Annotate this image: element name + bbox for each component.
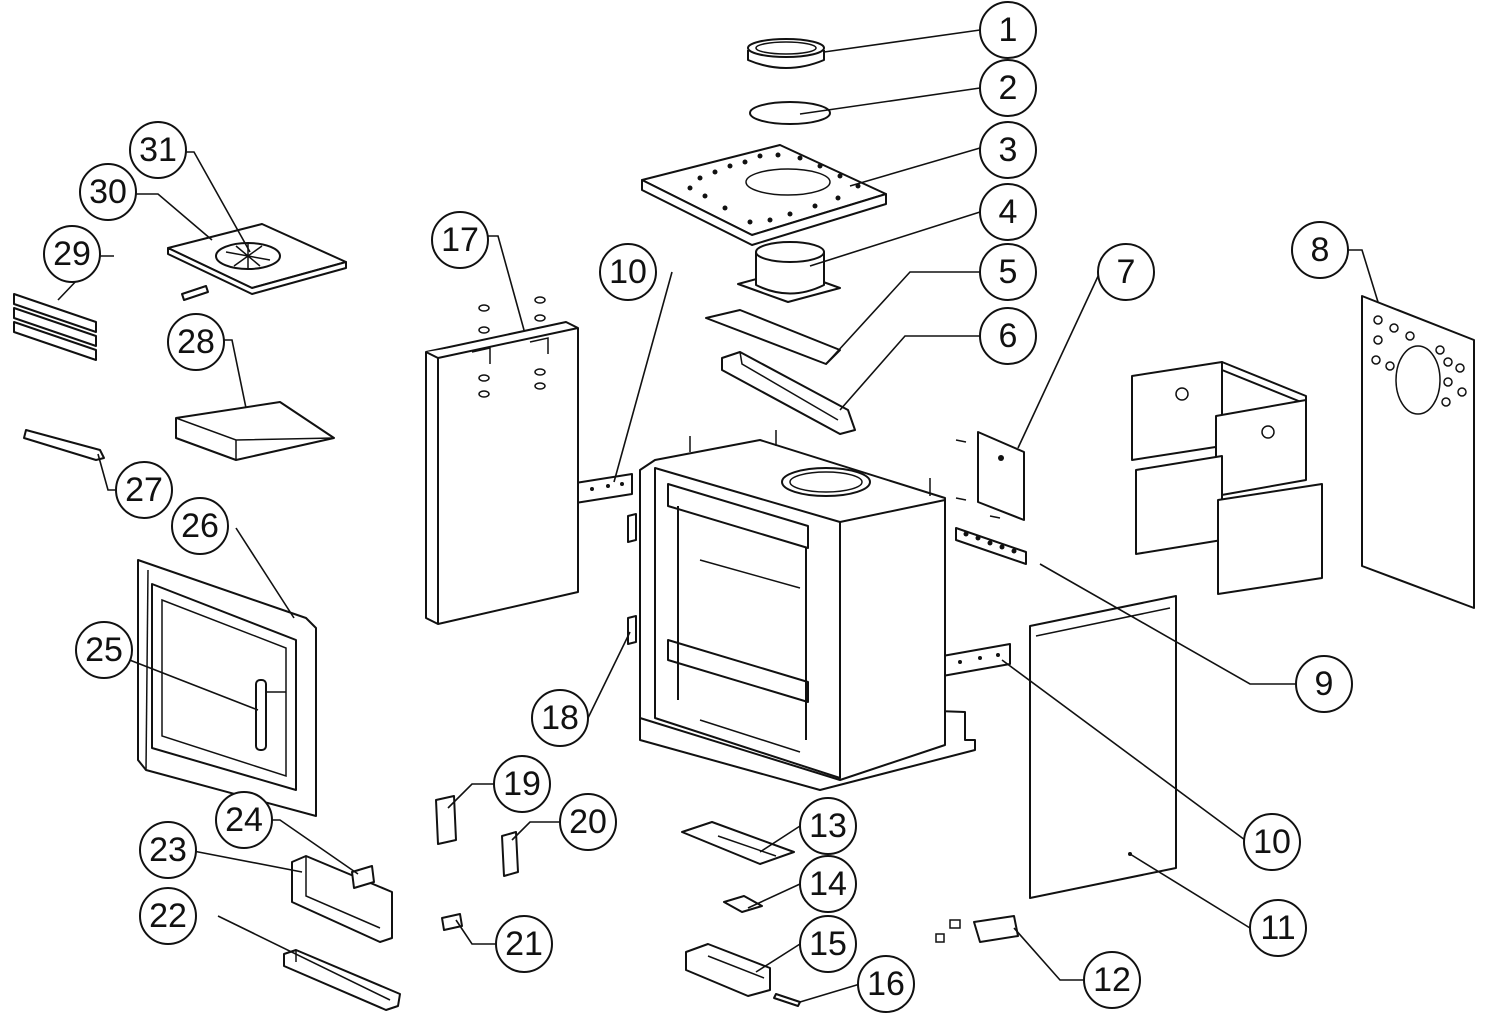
callout-2: 2 <box>979 59 1037 117</box>
svg-text:15: 15 <box>809 925 847 963</box>
svg-text:28: 28 <box>177 323 215 361</box>
svg-text:12: 12 <box>1093 961 1131 999</box>
part-throat-plate <box>721 351 856 435</box>
part-ash-pan <box>175 401 335 461</box>
callout-9: 9 <box>1295 655 1353 713</box>
part-side-panel-right <box>1029 595 1177 899</box>
callout-18: 18 <box>531 689 589 747</box>
svg-text:22: 22 <box>149 897 187 935</box>
svg-text:21: 21 <box>505 925 543 963</box>
svg-text:11: 11 <box>1260 909 1295 947</box>
svg-text:20: 20 <box>569 803 607 841</box>
part-cover-plate <box>955 431 1025 521</box>
svg-text:27: 27 <box>125 471 163 509</box>
callout-19: 19 <box>493 755 551 813</box>
part-bar <box>283 949 401 1011</box>
svg-text:14: 14 <box>809 865 847 903</box>
callout-8: 8 <box>1291 221 1349 279</box>
svg-text:13: 13 <box>809 807 847 845</box>
callout-6: 6 <box>979 307 1037 365</box>
callout-1: 1 <box>979 1 1037 59</box>
svg-text:4: 4 <box>999 193 1018 231</box>
part-grate-plate <box>167 223 347 301</box>
callout-10-upper: 10 <box>599 243 657 301</box>
svg-text:6: 6 <box>999 317 1018 355</box>
callout-23: 23 <box>139 821 197 879</box>
svg-text:9: 9 <box>1315 665 1334 703</box>
svg-text:18: 18 <box>541 699 579 737</box>
part-baffle <box>705 309 841 365</box>
callout-29: 29 <box>43 225 101 283</box>
part-side-panel-left <box>425 296 579 625</box>
part-firebricks <box>1131 361 1323 595</box>
callout-27: 27 <box>115 461 173 519</box>
callout-24: 24 <box>215 791 273 849</box>
callout-31: 31 <box>129 121 187 179</box>
svg-text:10: 10 <box>609 253 647 291</box>
part-hinge-18 <box>627 513 637 645</box>
callout-4: 4 <box>979 183 1037 241</box>
callout-13: 13 <box>799 797 857 855</box>
part-ash-lip <box>291 855 393 943</box>
part-top-plate <box>641 144 887 246</box>
callout-16: 16 <box>857 955 915 1013</box>
part-small-plate-14 <box>723 895 763 913</box>
part-gasket <box>749 101 831 125</box>
svg-text:31: 31 <box>139 131 177 169</box>
svg-text:23: 23 <box>149 831 187 869</box>
svg-text:16: 16 <box>867 965 905 1003</box>
leader-lines <box>57 29 1379 1003</box>
callout-30: 30 <box>79 163 137 221</box>
callout-21: 21 <box>495 915 553 973</box>
part-rod <box>23 429 105 461</box>
svg-text:2: 2 <box>999 69 1018 107</box>
svg-text:3: 3 <box>999 131 1018 169</box>
part-rear-plate <box>1361 295 1475 609</box>
svg-text:29: 29 <box>53 235 91 273</box>
part-grate-bars <box>13 293 97 361</box>
svg-text:19: 19 <box>503 765 541 803</box>
callout-3: 3 <box>979 121 1037 179</box>
part-slide-bracket <box>685 943 771 997</box>
part-main-body <box>639 430 976 791</box>
callout-15: 15 <box>799 915 857 973</box>
svg-text:10: 10 <box>1253 823 1291 861</box>
part-latch-20 <box>501 831 519 877</box>
callout-12: 12 <box>1083 951 1141 1009</box>
callout-5: 5 <box>979 243 1037 301</box>
svg-text:24: 24 <box>225 801 263 839</box>
part-door <box>137 559 317 817</box>
part-ash-plate <box>681 821 795 865</box>
part-latch-19 <box>435 795 457 845</box>
svg-text:30: 30 <box>89 173 127 211</box>
part-flue-collar <box>747 38 825 69</box>
callout-28: 28 <box>167 313 225 371</box>
part-bracket-strip-9 <box>955 527 1027 565</box>
svg-text:26: 26 <box>181 507 219 545</box>
part-flue-spigot <box>737 241 841 303</box>
callout-25: 25 <box>75 621 133 679</box>
callout-17: 17 <box>431 211 489 269</box>
svg-text:5: 5 <box>999 253 1018 291</box>
part-clip-21 <box>441 913 463 931</box>
svg-text:17: 17 <box>441 221 479 259</box>
callout-22: 22 <box>139 887 197 945</box>
callout-10-lower: 10 <box>1243 813 1301 871</box>
callout-14: 14 <box>799 855 857 913</box>
svg-text:8: 8 <box>1311 231 1330 269</box>
svg-text:1: 1 <box>999 11 1018 49</box>
callout-20: 20 <box>559 793 617 851</box>
part-pin <box>773 993 801 1007</box>
part-catch-assembly <box>935 915 1019 943</box>
callout-11: 11 <box>1249 899 1307 957</box>
callout-7: 7 <box>1097 243 1155 301</box>
part-bracket-24 <box>351 865 375 889</box>
svg-text:25: 25 <box>85 631 123 669</box>
svg-text:7: 7 <box>1117 253 1136 291</box>
callout-26: 26 <box>171 497 229 555</box>
